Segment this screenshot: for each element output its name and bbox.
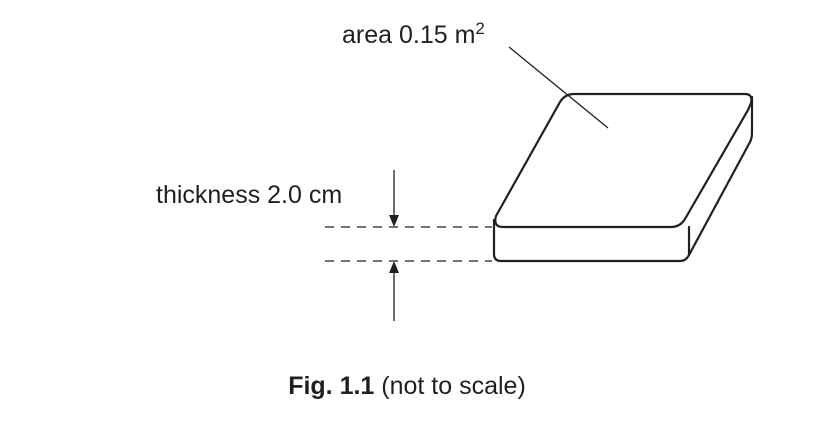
slab-top-face xyxy=(494,92,753,229)
thickness-label: thickness 2.0 cm xyxy=(156,181,343,209)
figure-caption: Fig. 1.1 (not to scale) xyxy=(0,372,814,401)
figure-number: Fig. 1.1 xyxy=(288,372,375,400)
upper-arrow-head xyxy=(389,215,399,227)
area-leader-line xyxy=(508,46,609,129)
lower-arrow-head xyxy=(389,261,399,273)
slab-right-face xyxy=(687,95,754,257)
area-label-superscript: 2 xyxy=(475,19,485,38)
area-label: area 0.15 m2 xyxy=(342,20,485,49)
slab-front-face xyxy=(492,218,691,263)
area-label-text: area 0.15 m xyxy=(342,21,476,49)
caption-note: (not to scale) xyxy=(381,372,526,400)
